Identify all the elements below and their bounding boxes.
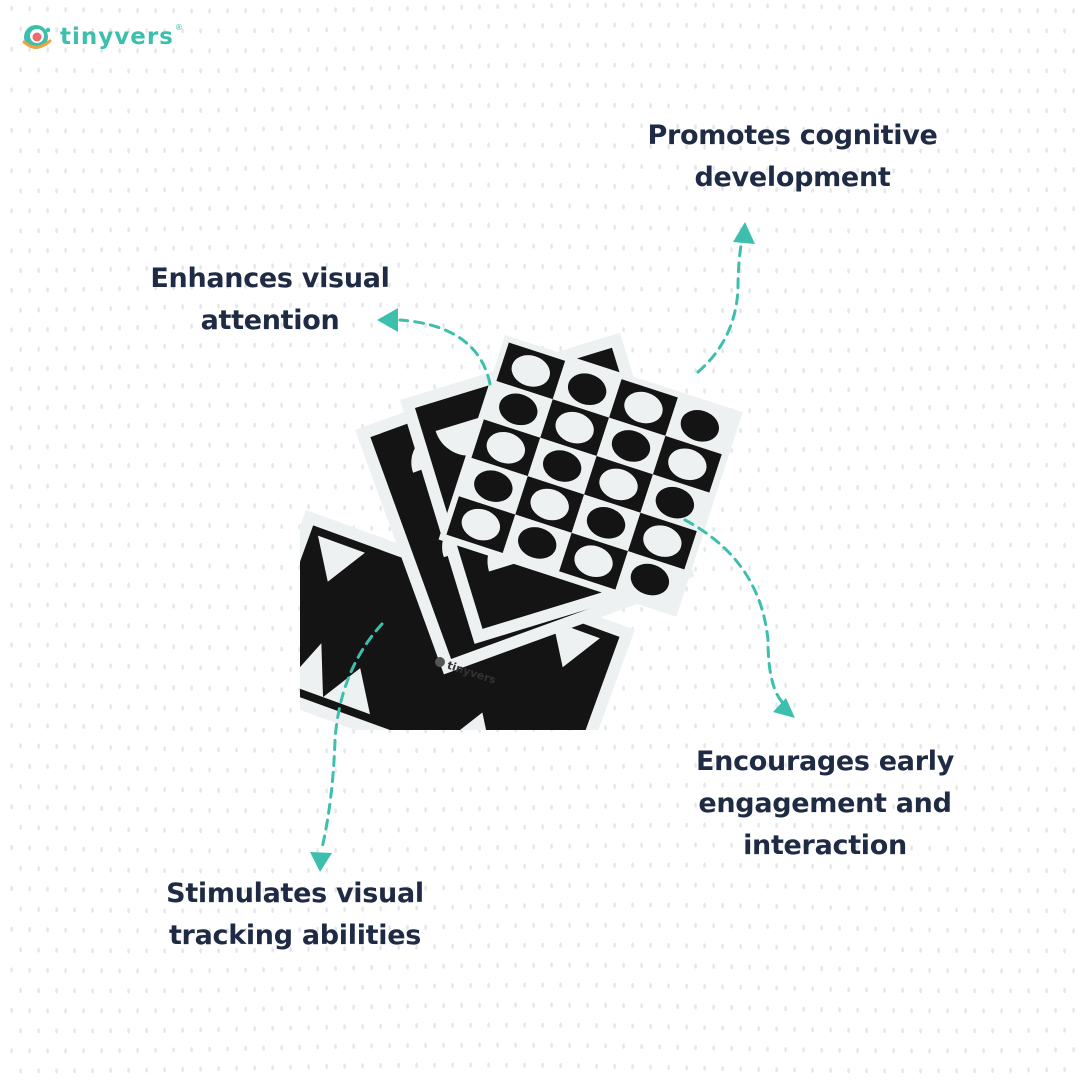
benefit-tracking: Stimulates visual tracking abilities [140, 873, 450, 957]
brand-name: tinyvers [60, 24, 174, 50]
registered-mark: ® [174, 22, 183, 32]
benefit-engagement-line3: interaction [743, 830, 907, 861]
flash-card-checker-circles [438, 335, 743, 617]
benefit-cognitive-line1: Promotes cognitive [647, 120, 938, 151]
benefit-engagement-line1: Encourages early [696, 746, 954, 777]
benefit-attention-line1: Enhances visual [150, 263, 390, 294]
benefit-engagement: Encourages early engagement and interact… [670, 741, 980, 867]
benefit-cognitive-line2: development [694, 162, 891, 193]
brand-logo: tinyvers ® [20, 22, 183, 52]
benefit-cognitive: Promotes cognitive development [620, 115, 965, 199]
benefit-tracking-line1: Stimulates visual [166, 878, 424, 909]
smiley-face-icon [22, 25, 52, 49]
flash-cards-product: tinyvers [300, 332, 743, 730]
benefit-engagement-line2: engagement and [698, 788, 952, 819]
benefit-attention-line2: attention [200, 305, 340, 336]
benefit-attention: Enhances visual attention [120, 258, 420, 342]
benefit-tracking-line2: tracking abilities [168, 920, 422, 951]
